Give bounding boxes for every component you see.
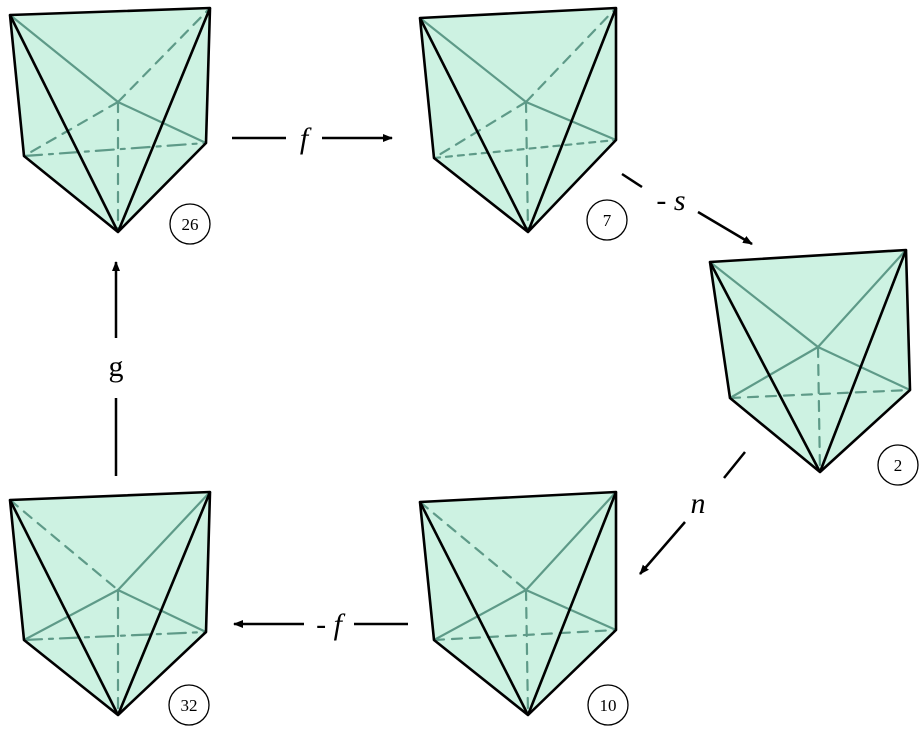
- arrow-n: n: [639, 451, 746, 575]
- svg-text:32: 32: [181, 696, 198, 715]
- arrow-minus-f: - f: [233, 608, 408, 641]
- polyhedron-2: 2: [708, 248, 919, 486]
- arrow-f: f: [232, 122, 393, 155]
- arrow-minus-f-label: - f: [316, 608, 345, 641]
- badge-7: 7: [586, 199, 628, 241]
- badge-10: 10: [587, 684, 629, 726]
- badge-2: 2: [877, 444, 919, 486]
- svg-text:2: 2: [894, 456, 903, 475]
- badge-26: 26: [169, 203, 211, 245]
- polyhedron-26: 26: [8, 6, 212, 245]
- arrow-g: g: [109, 261, 124, 476]
- arrow-f-label: f: [300, 122, 312, 155]
- polyhedron-10: 10: [418, 490, 629, 726]
- polyhedron-32: 32: [8, 490, 212, 726]
- svg-text:7: 7: [603, 211, 612, 230]
- arrow-minus-s: - s: [621, 172, 753, 246]
- svg-text:26: 26: [182, 215, 199, 234]
- polyhedron-7: 7: [418, 6, 628, 241]
- arrow-n-label: n: [691, 487, 706, 520]
- svg-text:10: 10: [600, 696, 617, 715]
- arrow-minus-s-label: - s: [656, 184, 685, 217]
- badge-32: 32: [168, 684, 210, 726]
- arrow-g-label: g: [109, 350, 124, 383]
